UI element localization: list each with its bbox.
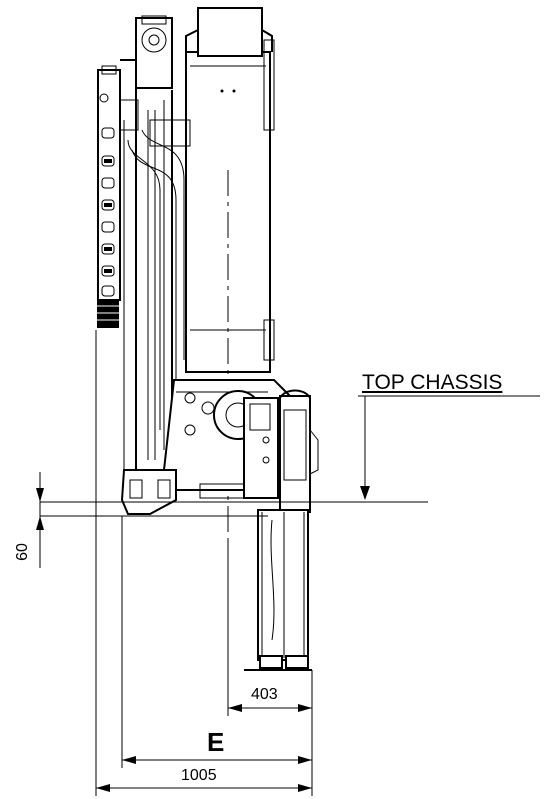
dimension-60 — [36, 472, 44, 568]
dimension-60-label: 60 — [13, 543, 31, 561]
top-chassis-reference — [40, 395, 540, 517]
dimension-1005 — [96, 784, 312, 792]
stabilizer-leg — [243, 389, 319, 671]
dimension-e-label: E — [207, 727, 225, 757]
hydraulic-assembly — [115, 15, 191, 470]
dimension-1005-label: 1005 — [181, 767, 217, 784]
dimension-403-label: 403 — [251, 686, 278, 703]
dimension-403 — [228, 704, 312, 712]
top-chassis-label: TOP CHASSIS — [362, 371, 503, 394]
dimension-extension-lines — [95, 330, 313, 796]
boom-column — [185, 7, 275, 540]
control-panel — [97, 65, 121, 328]
dimension-e — [122, 756, 312, 764]
